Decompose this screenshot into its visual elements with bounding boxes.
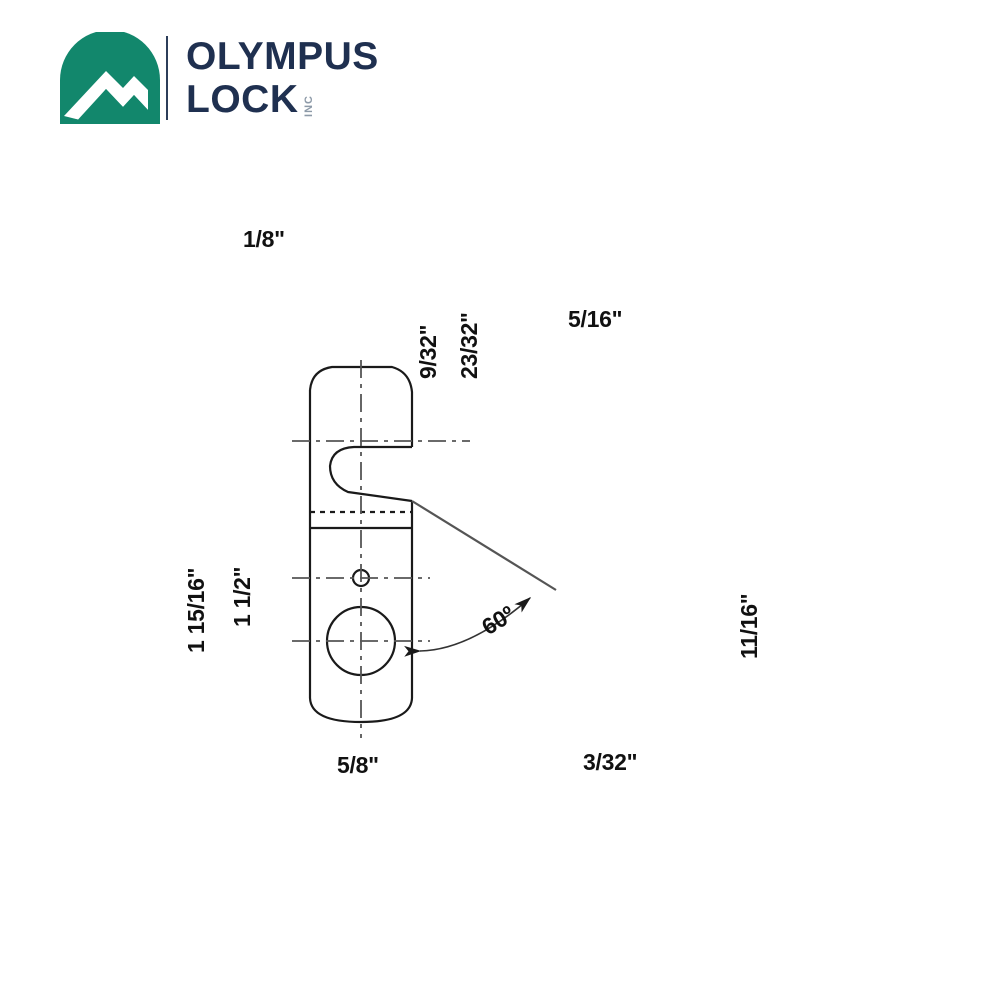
dim-label-body-width: 5/8" [337, 752, 379, 778]
dim-label-bend-height: 11/16" [736, 593, 762, 659]
olympus-mountain-mark-icon [60, 31, 160, 124]
dim-label-hook-offset: 23/32" [456, 312, 482, 379]
logo-word-lock: LOCK INC [186, 80, 379, 119]
logo-wordmark: OLYMPUS LOCK INC [186, 37, 379, 119]
olympus-lock-logo: OLYMPUS LOCK INC [60, 30, 380, 125]
cam-angle-leader [404, 597, 532, 657]
logo-divider [166, 35, 168, 120]
front-view-centerlines [292, 360, 470, 738]
dim-label-notch-depth: 9/32" [415, 324, 441, 379]
logo-word-lock-text: LOCK [186, 77, 299, 121]
logo-word-olympus: OLYMPUS [186, 37, 379, 76]
dim-label-tab-offset: 5/16" [568, 306, 623, 332]
dim-label-overall-height: 1 15/16" [183, 567, 209, 653]
logo-word-olympus-text: OLYMPUS [186, 34, 379, 78]
dim-label-material-thickness: 3/32" [583, 749, 638, 775]
dim-label-body-height: 1 1/2" [229, 566, 255, 627]
dim-label-thickness-top: 1/8" [243, 226, 285, 252]
cam-angle-line [411, 500, 557, 591]
